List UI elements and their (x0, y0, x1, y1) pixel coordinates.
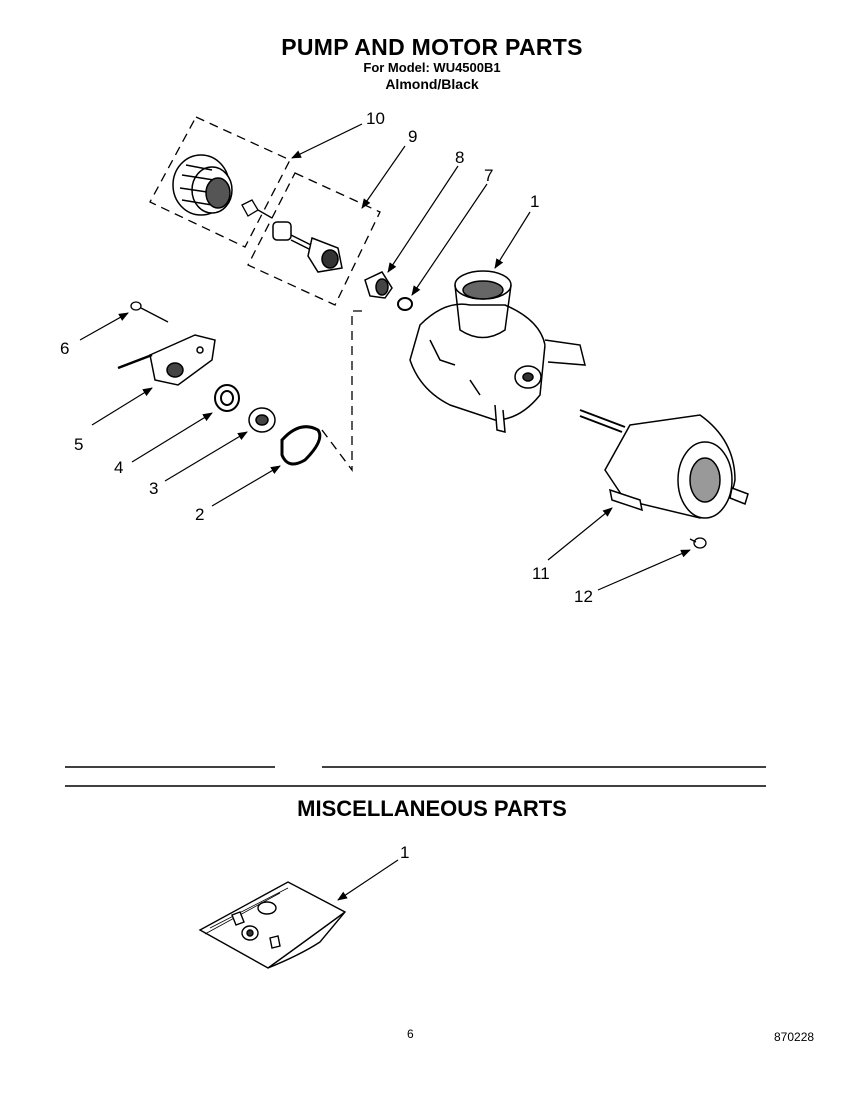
callout-9: 9 (408, 127, 417, 146)
page-title: PUMP AND MOTOR PARTS (281, 34, 583, 60)
callout-10: 10 (366, 109, 385, 128)
callout-4: 4 (114, 458, 123, 477)
callout-11: 11 (532, 564, 550, 583)
callout-6: 6 (60, 339, 69, 358)
leader-lines (79, 123, 691, 901)
callout-5: 5 (74, 435, 83, 454)
part-9-impeller (272, 221, 343, 273)
callout-misc-1: 1 (400, 843, 409, 862)
document-code: 870228 (774, 1030, 815, 1044)
callout-8: 8 (455, 148, 464, 167)
part-5-bracket (117, 334, 216, 386)
part-1-pump-housing (409, 270, 586, 433)
group-box-9 (247, 172, 381, 306)
gasket-dashed-line (321, 310, 364, 472)
part-2-gasket (280, 425, 322, 466)
group-box-10 (149, 116, 291, 248)
part-8-seal (364, 271, 393, 299)
callout-12: 12 (574, 587, 593, 606)
part-6-screw (130, 301, 169, 323)
part-4-ring (214, 384, 240, 412)
part-12-screw (689, 537, 707, 549)
part-11-motor (579, 409, 749, 519)
part-7-washer (397, 297, 413, 311)
callout-1: 1 (530, 192, 539, 211)
page-number: 6 (407, 1027, 414, 1041)
callout-7: 7 (484, 166, 493, 185)
part-3-seal (248, 407, 276, 433)
part-10-filter (172, 154, 233, 216)
model-line: For Model: WU4500B1 (363, 60, 501, 75)
part-clip (241, 199, 273, 219)
misc-section-title: MISCELLANEOUS PARTS (297, 796, 567, 821)
color-line: Almond/Black (385, 76, 479, 92)
misc-parts-bag (198, 881, 347, 969)
callout-3: 3 (149, 479, 158, 498)
callout-2: 2 (195, 505, 204, 524)
